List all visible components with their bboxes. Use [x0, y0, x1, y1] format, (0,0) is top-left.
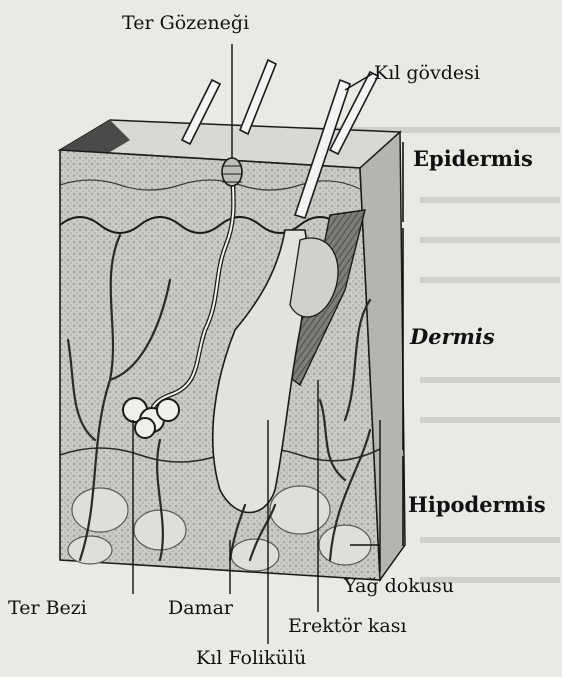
- label-ter-gozenegi: Ter Gözeneği: [122, 14, 249, 33]
- sweat-pore: [222, 158, 242, 186]
- label-hipodermis: Hipodermis: [408, 494, 546, 515]
- label-yag-dokusu: Yağ dokusu: [344, 577, 454, 596]
- label-epidermis: Epidermis: [413, 148, 533, 169]
- label-kil-govdesi: Kıl gövdesi: [374, 64, 480, 83]
- label-damar: Damar: [168, 599, 233, 618]
- label-erektor-kasi: Erektör kası: [288, 617, 407, 636]
- label-kil-folikulu: Kıl Folikülü: [196, 649, 306, 668]
- label-ter-bezi: Ter Bezi: [8, 599, 87, 618]
- label-dermis: Dermis: [410, 326, 495, 347]
